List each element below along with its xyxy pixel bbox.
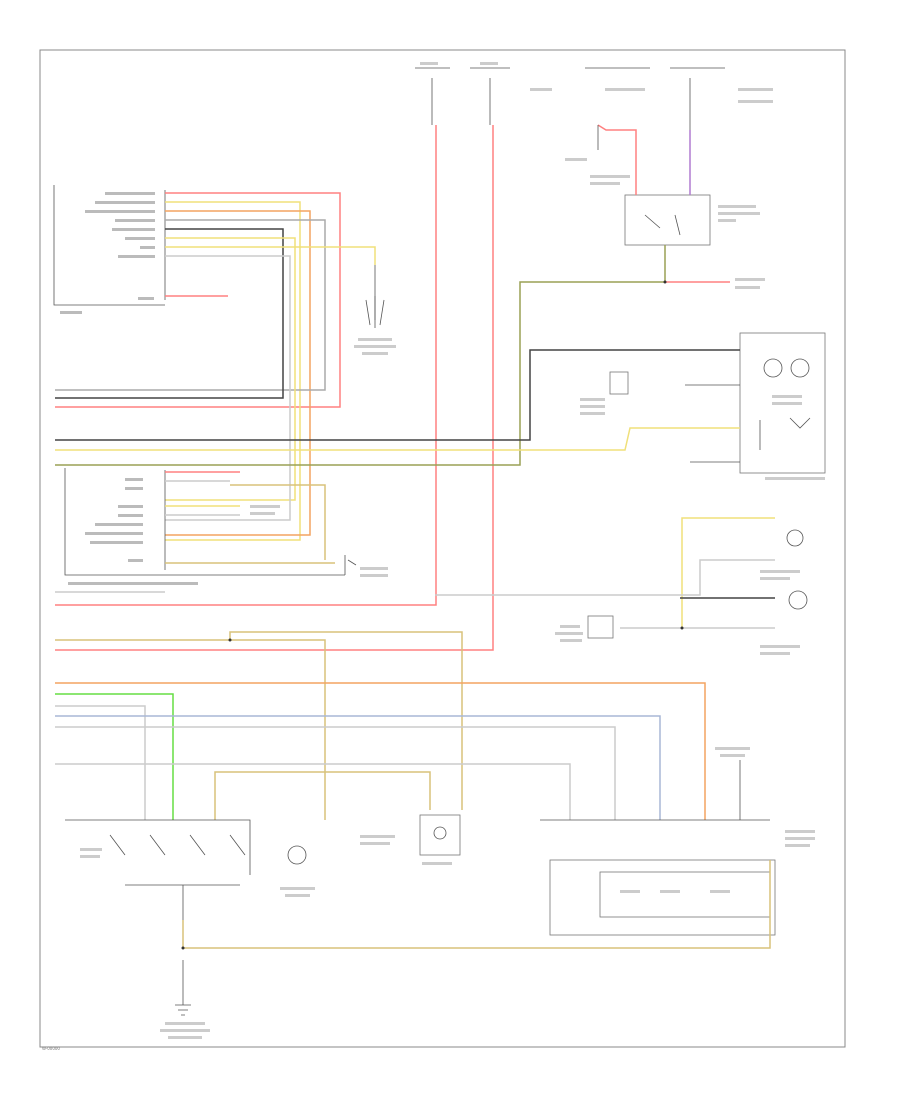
light-switch-wires bbox=[55, 192, 376, 541]
right-headlamp bbox=[739, 332, 826, 480]
relay-wires bbox=[55, 124, 765, 466]
bottom-return-wires bbox=[182, 860, 771, 1005]
light-switch bbox=[53, 185, 166, 314]
control-unit-wires bbox=[55, 471, 335, 593]
light-switch-labels bbox=[60, 192, 155, 314]
multifunction-switch bbox=[540, 747, 815, 936]
page-code: W-00000 bbox=[42, 1046, 60, 1051]
headlamp-wires bbox=[55, 349, 740, 463]
low-beam-bulbs bbox=[435, 517, 808, 655]
diagram-frame bbox=[39, 49, 846, 1048]
dimmer-switch bbox=[65, 819, 251, 920]
junction-dots bbox=[181, 280, 684, 950]
fuse-block-top bbox=[415, 62, 773, 130]
indicator-lamp bbox=[280, 845, 315, 897]
control-unit bbox=[64, 468, 388, 585]
brake-light-switch bbox=[360, 814, 461, 865]
mid-bus-wires bbox=[55, 631, 706, 820]
ground-symbol-1 bbox=[354, 265, 396, 355]
fuse-wires bbox=[55, 125, 494, 651]
ground-symbol-2 bbox=[160, 1004, 210, 1039]
emergency-relay bbox=[624, 194, 760, 246]
